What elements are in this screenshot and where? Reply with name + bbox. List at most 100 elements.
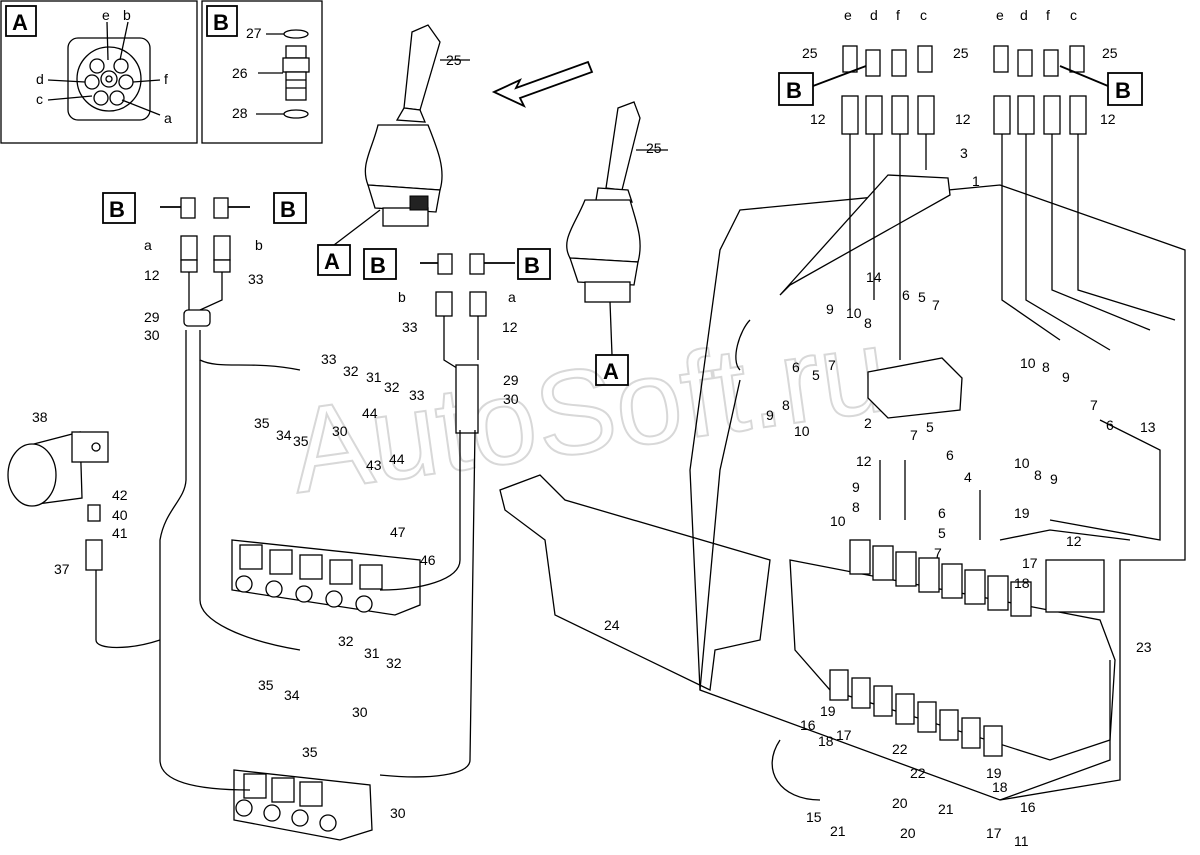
label-10b: 10 xyxy=(1020,355,1036,371)
label-8e: 8 xyxy=(852,499,860,515)
inset-a: A e b d f c a xyxy=(0,0,198,144)
label-25-left: 25 xyxy=(446,52,462,68)
label-17c: 17 xyxy=(986,825,1002,841)
label-21: 21 xyxy=(830,823,846,839)
label-38b: 35 xyxy=(293,433,309,449)
valve-block-32 xyxy=(233,769,373,841)
label-14: 14 xyxy=(866,269,882,285)
label-29c: 25 xyxy=(1102,45,1118,61)
label-29a: 25 xyxy=(802,45,818,61)
joystick-right xyxy=(566,101,668,303)
label-36d: 33 xyxy=(409,387,425,403)
label-19b: 19 xyxy=(820,703,836,719)
label-46: 46 xyxy=(420,552,436,568)
label-5b: 5 xyxy=(812,367,820,383)
label-12d: 12 xyxy=(955,111,971,127)
fittings-top-right: B B xyxy=(778,45,1143,135)
label-6c: 6 xyxy=(946,447,954,463)
label-36: 33 xyxy=(248,271,264,287)
port-e-2: e xyxy=(996,7,1004,23)
port-d-2: d xyxy=(1020,7,1028,23)
label-7e: 7 xyxy=(934,545,942,561)
callout-b-4: B xyxy=(524,253,540,278)
label-23: 23 xyxy=(1136,639,1152,655)
label-20: 20 xyxy=(892,795,908,811)
label-20b: 20 xyxy=(900,825,916,841)
port-e: e xyxy=(102,7,110,23)
label-38: 35 xyxy=(254,415,270,431)
label-39: 37 xyxy=(54,561,70,577)
label-8: 8 xyxy=(864,315,872,331)
label-35c: 32 xyxy=(338,633,354,649)
hose-lines xyxy=(95,134,1176,801)
label-25-right: 25 xyxy=(646,140,662,156)
label-4: 4 xyxy=(964,469,972,485)
inset-b-part-28: 28 xyxy=(232,105,248,121)
label-12b: 12 xyxy=(502,319,518,335)
label-9: 9 xyxy=(826,301,834,317)
label-7c: 7 xyxy=(910,427,918,443)
joystick-left xyxy=(364,24,470,227)
label-33b: 30 xyxy=(352,704,368,720)
label-9e: 9 xyxy=(852,479,860,495)
fittings-left-group: B B xyxy=(102,192,307,327)
label-34b: 31 xyxy=(364,645,380,661)
valve-bank xyxy=(789,539,1116,761)
label-30b: 29 xyxy=(503,372,519,388)
callout-b-1: B xyxy=(109,197,125,222)
port-d-1: d xyxy=(870,7,878,23)
label-35d: 32 xyxy=(386,655,402,671)
callout-a-2: A xyxy=(603,359,619,384)
label-10d: 10 xyxy=(1014,455,1030,471)
inset-b: B 27 26 28 xyxy=(201,0,323,144)
label-3: 3 xyxy=(960,145,968,161)
port-f-1: f xyxy=(896,7,900,23)
label-38c: 35 xyxy=(258,677,274,693)
label-1: 1 xyxy=(972,173,980,189)
label-12c: 12 xyxy=(810,111,826,127)
label-32: 30 xyxy=(390,805,406,821)
label-13: 13 xyxy=(1140,419,1156,435)
label-8b: 8 xyxy=(1042,359,1050,375)
label-35b: 32 xyxy=(384,379,400,395)
callout-b-3: B xyxy=(370,253,386,278)
inset-a-letter: A xyxy=(12,10,28,35)
label-17: 17 xyxy=(1022,555,1038,571)
label-37: 34 xyxy=(276,427,292,443)
port-label-b2: b xyxy=(398,289,406,305)
port-f-2: f xyxy=(1046,7,1050,23)
label-16: 16 xyxy=(800,717,816,733)
label-15: 15 xyxy=(806,809,822,825)
inset-b-part-26: 26 xyxy=(232,65,248,81)
label-6b: 6 xyxy=(792,359,800,375)
direction-arrow xyxy=(491,60,594,108)
label-31: 30 xyxy=(144,327,160,343)
port-d: d xyxy=(36,71,44,87)
label-36b: 33 xyxy=(402,319,418,335)
label-35: 32 xyxy=(343,363,359,379)
label-41: 40 xyxy=(112,507,128,523)
label-8c: 8 xyxy=(782,397,790,413)
port-c-1: c xyxy=(920,7,927,23)
label-42: 41 xyxy=(112,525,128,541)
label-6e: 6 xyxy=(938,505,946,521)
port-e-1: e xyxy=(844,7,852,23)
inset-b-part-27: 27 xyxy=(246,25,262,41)
label-6: 6 xyxy=(902,287,910,303)
label-19c: 19 xyxy=(986,765,1002,781)
label-30: 29 xyxy=(144,309,160,325)
label-45: 44 xyxy=(362,405,378,421)
label-7: 7 xyxy=(932,297,940,313)
label-10c: 10 xyxy=(794,423,810,439)
label-9c: 9 xyxy=(766,407,774,423)
label-36c: 33 xyxy=(321,351,337,367)
label-18c: 18 xyxy=(992,779,1008,795)
label-6d: 6 xyxy=(1106,417,1114,433)
inset-b-letter: B xyxy=(213,10,229,35)
label-12e: 12 xyxy=(1100,111,1116,127)
label-10: 10 xyxy=(846,305,862,321)
label-44: 43 xyxy=(366,457,382,473)
label-9d: 9 xyxy=(1050,471,1058,487)
label-43: 42 xyxy=(112,487,128,503)
